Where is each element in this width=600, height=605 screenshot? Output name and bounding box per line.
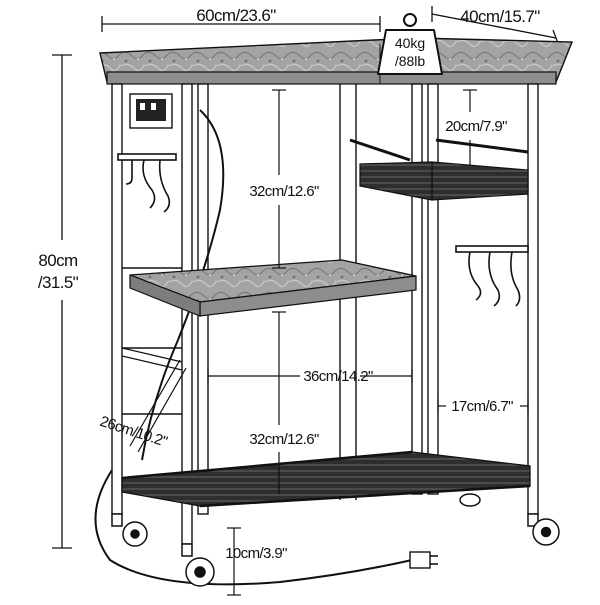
height-in-label: /31.5" [38,273,79,292]
basket-gap-label: 20cm/7.9" [445,118,507,135]
wheels [111,493,560,587]
lower-gap-label: 17cm/6.7" [451,398,513,415]
basket-gap-marker [463,89,477,165]
side-clearance-label: 26cm/10.2" [98,413,169,451]
top-clearance-label: 32cm/12.6" [249,183,319,200]
upper-basket [349,138,529,201]
power-strip [129,93,173,129]
right-hooks [455,245,529,307]
tabletop [99,37,574,85]
middle-shelf [129,259,417,317]
plug [409,551,438,569]
top-clearance-marker [272,89,286,269]
depth-label: 40cm/15.7" [460,7,540,26]
middle-width-marker [207,369,413,383]
middle-width-label: 36cm/14.2" [303,368,373,385]
lower-gap-marker [437,399,529,413]
floor-clearance-marker [227,527,241,596]
width-label: 60cm/23.6" [196,6,276,25]
height-dimension [52,54,72,549]
height-cm-label: 80cm [38,251,78,270]
left-hooks [117,153,177,213]
bottom-clearance-marker [272,311,286,494]
weight-kg-label: 40kg [395,35,425,51]
weight-icon [377,13,443,75]
bottom-basket [121,450,531,508]
width-dimension [101,16,381,32]
floor-clearance-label: 10cm/3.9" [225,545,287,562]
bottom-clearance-label: 32cm/12.6" [249,431,319,448]
weight-lb-label: /88lb [395,53,426,69]
